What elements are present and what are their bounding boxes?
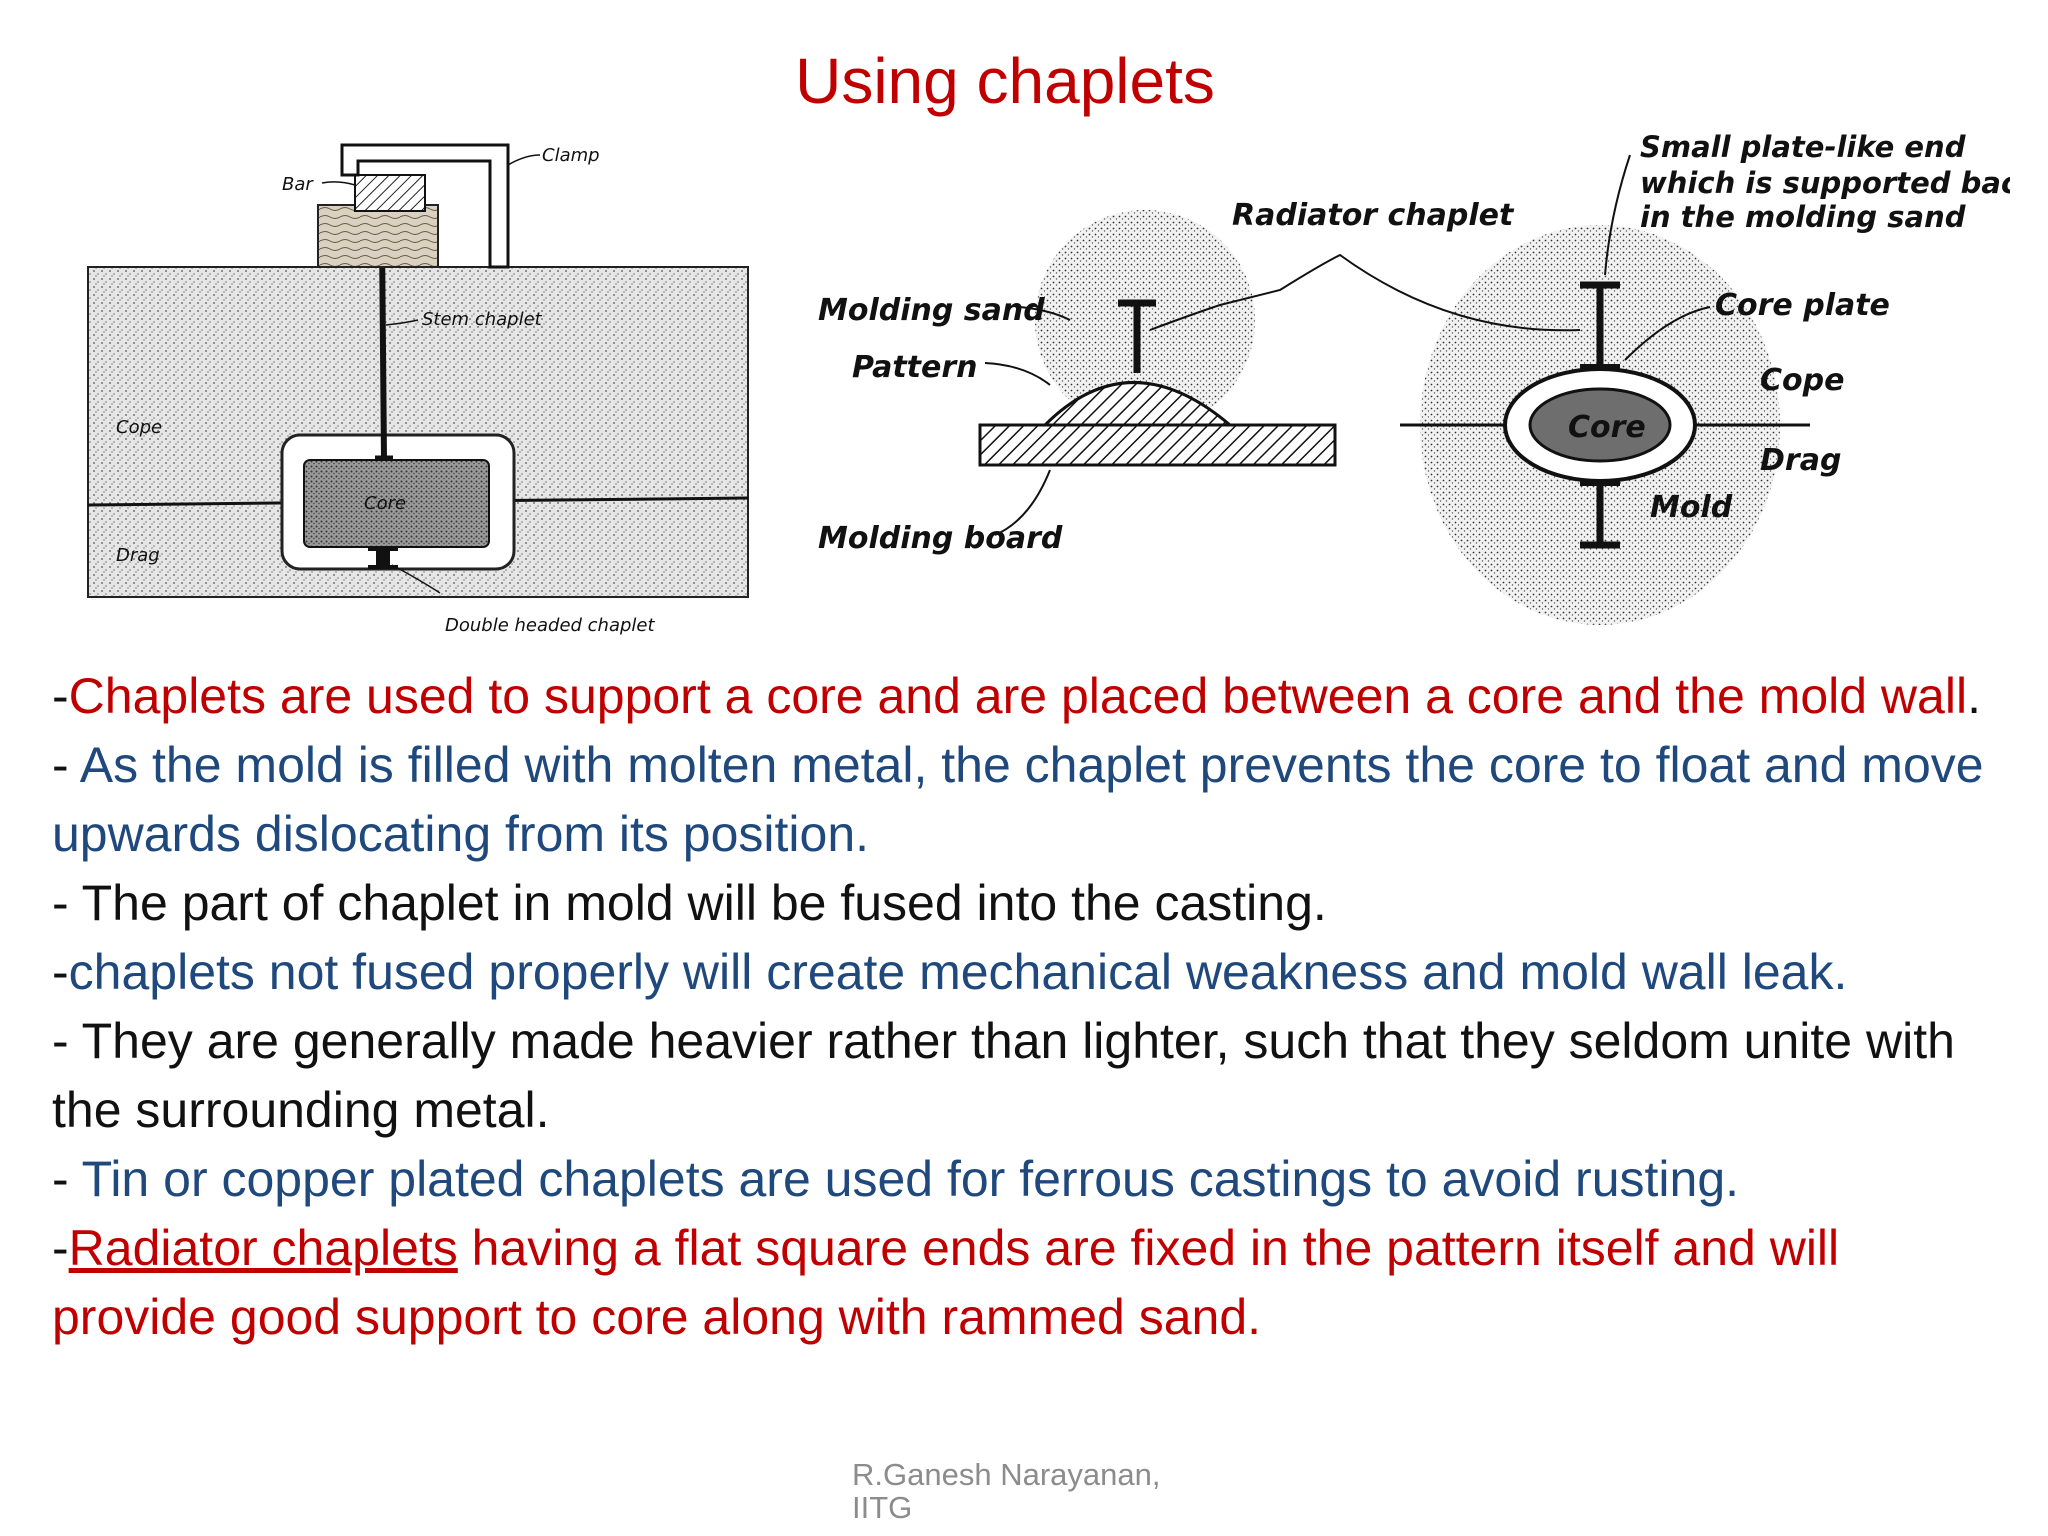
bullet-1-text: Chaplets are used to support a core and … xyxy=(68,668,1968,724)
label-small-plate-3: in the molding sand xyxy=(1640,200,1966,234)
label-cope-right: Cope xyxy=(1760,363,1844,398)
label-bar: Bar xyxy=(282,174,314,195)
label-radiator-chaplet: Radiator chaplet xyxy=(1232,198,1515,233)
clamp xyxy=(340,143,510,269)
stem-chaplet xyxy=(379,239,387,461)
label-mold: Mold xyxy=(1650,490,1733,525)
bullet-7-text: having a flat square ends are fixed in t… xyxy=(52,1220,1840,1345)
double-headed-chaplet xyxy=(376,547,390,569)
footer-author: R.Ganesh Narayanan, IITG xyxy=(852,1458,1212,1524)
footer-line-1: R.Ganesh Narayanan, xyxy=(852,1457,1161,1492)
label-small-plate-2: which is supported back xyxy=(1640,166,2010,200)
bullet-1: -Chaplets are used to support a core and… xyxy=(52,668,1981,724)
bullet-4-text: chaplets not fused properly will create … xyxy=(68,944,1848,1000)
core-right xyxy=(1528,387,1672,463)
pattern xyxy=(1041,381,1235,427)
radiator-chaplets-link[interactable]: Radiator chaplets xyxy=(68,1220,458,1276)
label-stem-chaplet: Stem chaplet xyxy=(422,309,543,330)
bullet-6-text: Tin or copper plated chaplets are used f… xyxy=(81,1151,1740,1207)
footer-line-2: IITG xyxy=(852,1490,913,1525)
label-molding-board: Molding board xyxy=(818,521,1063,556)
label-cope: Cope xyxy=(116,417,162,438)
bar xyxy=(354,174,426,212)
bullet-7: -Radiator chaplets having a flat square … xyxy=(52,1220,1840,1345)
bullet-3: - The part of chaplet in mold will be fu… xyxy=(52,875,1327,931)
bullet-6: - Tin or copper plated chaplets are used… xyxy=(52,1151,1740,1207)
bullet-5: - They are generally made heavier rather… xyxy=(52,1013,1955,1138)
slide-title: Using chaplets xyxy=(795,45,1215,117)
label-molding-sand: Molding sand xyxy=(818,293,1045,328)
label-clamp: Clamp xyxy=(542,145,600,166)
bullet-2: - As the mold is filled with molten meta… xyxy=(52,737,1984,862)
bullet-2-text: As the mold is filled with molten metal,… xyxy=(52,737,1984,862)
label-core: Core xyxy=(364,493,406,514)
stem-chaplet-diagram: Clamp Bar Stem chaplet Cope Core Drag Do… xyxy=(87,143,749,636)
label-drag: Drag xyxy=(116,545,160,566)
label-core-plate: Core plate xyxy=(1715,288,1890,323)
label-small-plate-1: Small plate-like end xyxy=(1640,130,1966,164)
label-double-headed-chaplet: Double headed chaplet xyxy=(445,615,656,636)
molding-sand-blob xyxy=(1035,210,1255,430)
bullet-4: -chaplets not fused properly will create… xyxy=(52,944,1848,1000)
radiator-chaplet-diagram: Radiator chaplet Small plate-like end wh… xyxy=(818,130,2010,625)
molding-board xyxy=(978,423,1337,467)
label-pattern: Pattern xyxy=(852,350,978,385)
wood-block xyxy=(317,204,439,268)
bullet-list: -Chaplets are used to support a core and… xyxy=(52,662,2012,1352)
label-drag-right: Drag xyxy=(1760,443,1841,478)
label-core-right: Core xyxy=(1568,410,1646,445)
